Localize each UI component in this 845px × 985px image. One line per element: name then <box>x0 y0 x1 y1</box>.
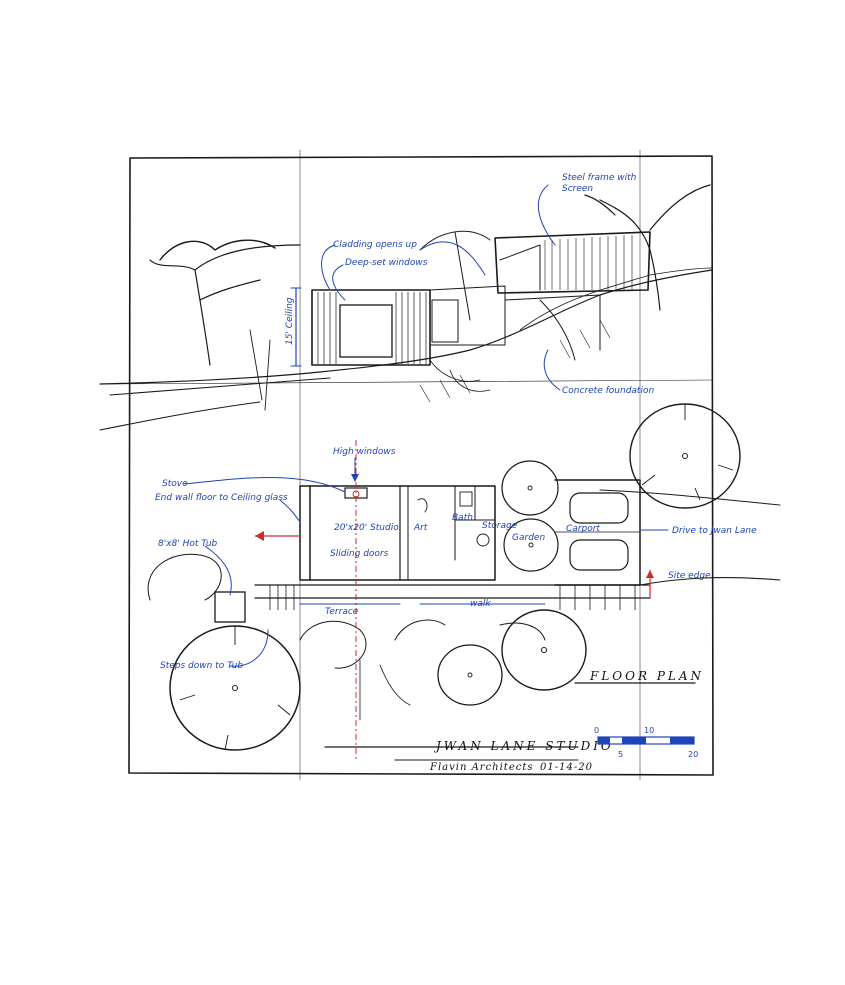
title-block: FLOOR PLAN JWAN LANE STUDIO Flavin Archi… <box>324 669 704 773</box>
drawing-date: 01-14-20 <box>540 762 593 773</box>
note-hot-tub: 8'x8' Hot Tub <box>158 539 218 549</box>
note-studio-size: 20'x20' Studio <box>334 523 399 533</box>
note-carport: Carport <box>566 524 600 534</box>
elevation-sketch <box>99 184 713 431</box>
floor-plan <box>147 403 781 760</box>
note-cladding: Cladding opens up <box>333 240 417 250</box>
note-deep-set: Deep-set windows <box>345 258 428 268</box>
note-site-edge: Site edge <box>668 571 711 581</box>
note-ceiling-height: 15' Ceiling <box>285 297 295 345</box>
note-steel-frame: Steel frame with <box>562 173 637 183</box>
note-walk: walk <box>470 599 491 609</box>
note-sliding-doors: Sliding doors <box>330 549 389 559</box>
scale-bar: 0 5 10 20 <box>594 726 698 759</box>
note-concrete: Concrete foundation <box>562 386 654 396</box>
scale-tick-10: 10 <box>644 726 654 735</box>
project-title: JWAN LANE STUDIO <box>433 739 614 753</box>
note-steel-frame-2: Screen <box>562 184 593 194</box>
note-art: Art <box>413 523 428 533</box>
note-high-windows: High windows <box>333 447 396 457</box>
scale-tick-20: 20 <box>688 750 698 759</box>
scale-tick-5: 5 <box>618 750 623 759</box>
floor-plan-label: FLOOR PLAN <box>589 669 704 683</box>
note-drive: Drive to Jwan Lane <box>672 526 757 536</box>
elevation-annotations: Steel frame with Screen Cladding opens u… <box>285 173 654 396</box>
plan-annotations: High windows Stove End wall floor to Cei… <box>155 447 757 671</box>
drawing-border <box>107 149 714 781</box>
scale-tick-0: 0 <box>594 726 599 735</box>
note-stove: Stove <box>162 479 188 489</box>
note-terrace: Terrace <box>325 607 359 617</box>
note-end-wall: End wall floor to Ceiling glass <box>155 493 288 503</box>
note-garden: Garden <box>512 533 545 543</box>
note-storage: Storage <box>482 521 518 531</box>
architect-name: Flavin Architects <box>429 762 534 773</box>
note-bath: Bath <box>452 513 473 523</box>
note-steps: Steps down to Tub <box>160 661 243 671</box>
